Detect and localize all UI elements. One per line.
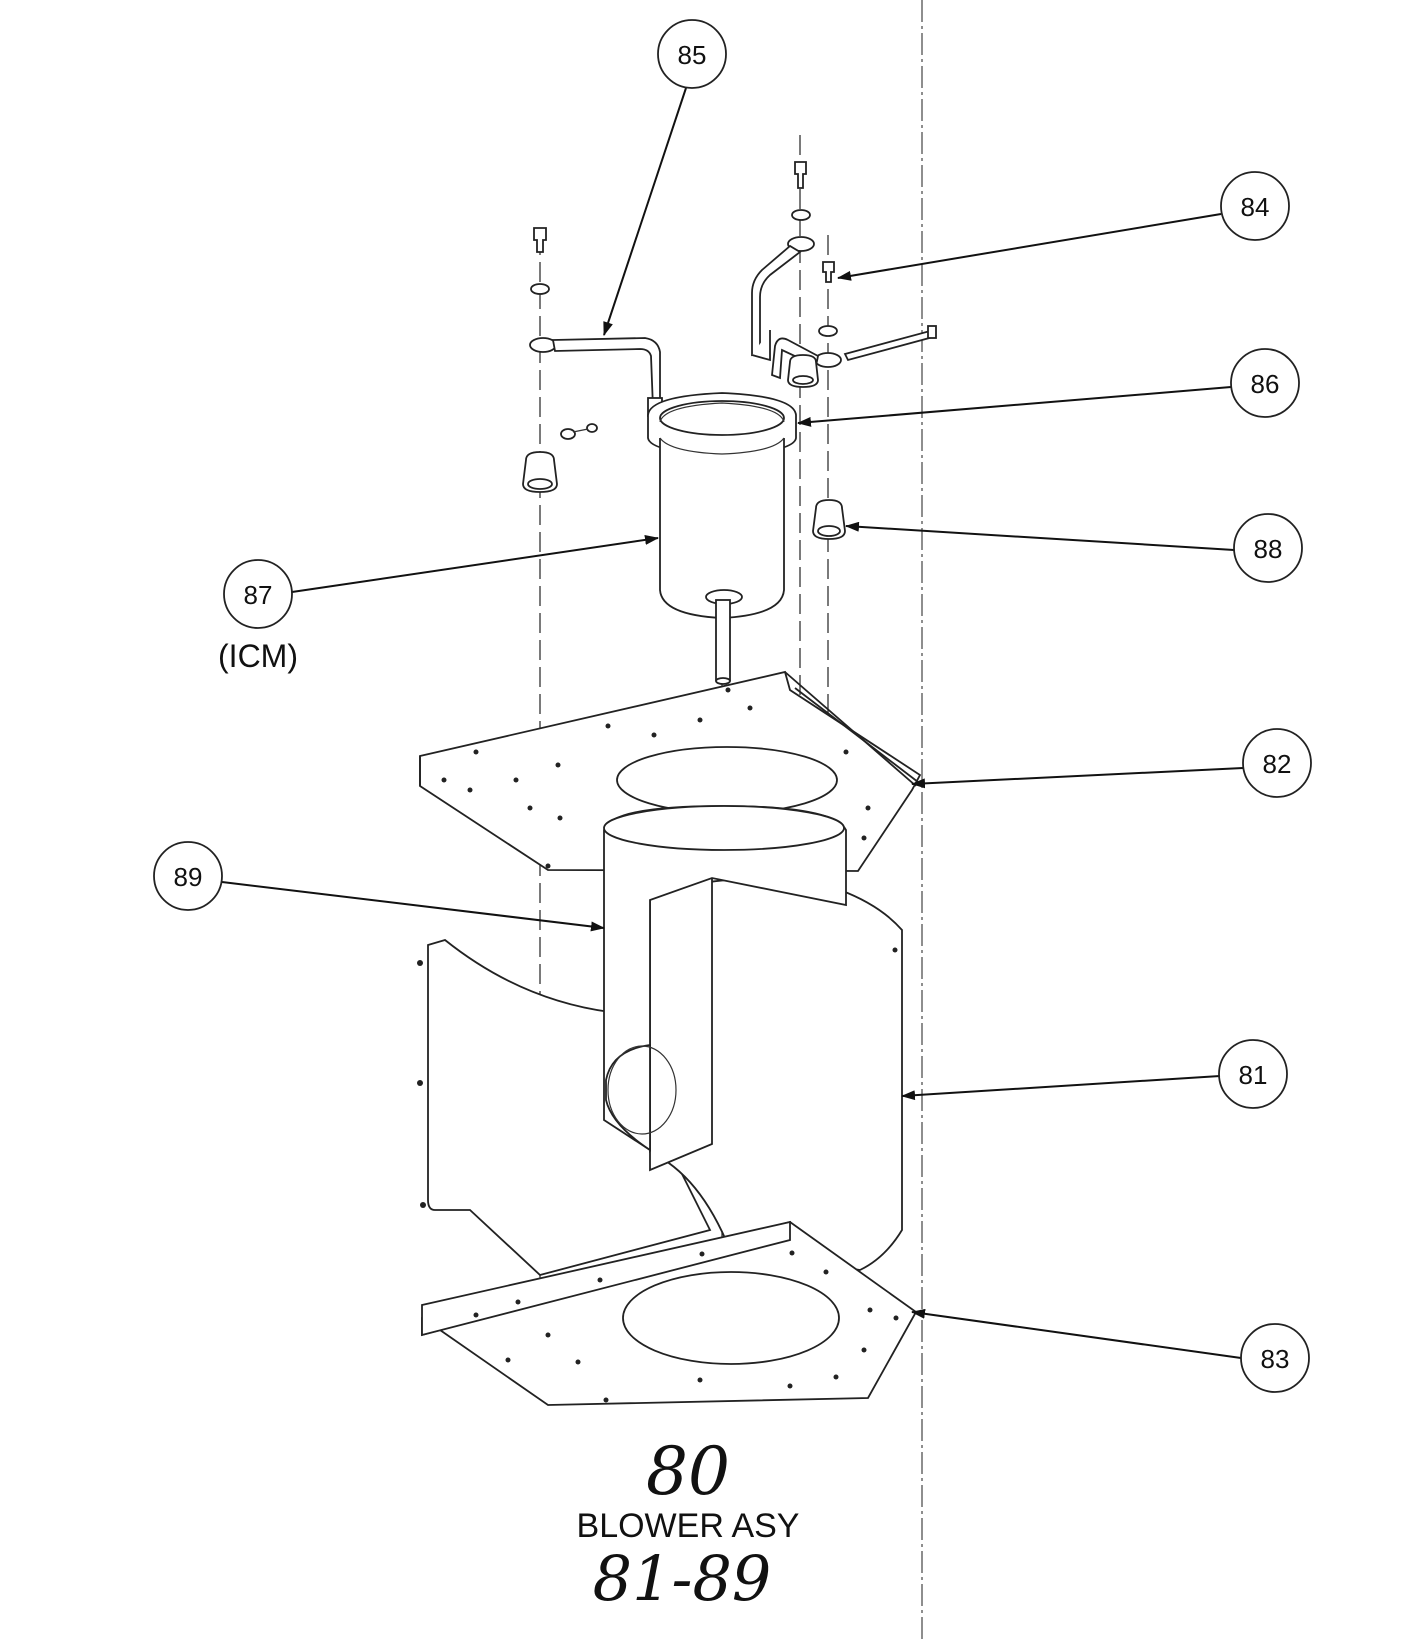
callout-88-label: 88	[1254, 534, 1283, 564]
callout-88: 88	[1233, 513, 1303, 583]
callout-82-label: 82	[1263, 749, 1292, 779]
callout-89: 89	[153, 841, 223, 911]
callout-85-label: 85	[678, 40, 707, 70]
callout-87: 87 (ICM)	[218, 559, 298, 674]
motor	[659, 437, 785, 685]
callout-84: 84	[1220, 171, 1290, 241]
assembly-range: 81-89	[593, 1542, 772, 1615]
callout-85: 85	[657, 19, 727, 89]
bottom-plate	[421, 1220, 918, 1406]
callout-84-label: 84	[1241, 192, 1270, 222]
grommets	[522, 354, 846, 540]
callout-86: 86	[1230, 348, 1300, 418]
mounting-hardware	[530, 161, 937, 440]
assembly-caption: 80 BLOWER ASY 81-89	[577, 1433, 800, 1615]
assembly-title: BLOWER ASY	[577, 1507, 800, 1545]
callout-81: 81	[1218, 1039, 1288, 1109]
callout-87-note: (ICM)	[218, 638, 298, 674]
assembly-number: 80	[646, 1433, 730, 1510]
callout-86-label: 86	[1251, 369, 1280, 399]
callout-87-label: 87	[244, 580, 273, 610]
blower-wheel	[603, 805, 847, 1152]
callout-82: 82	[1242, 728, 1312, 798]
motor-mount-arms	[529, 236, 842, 417]
callout-89-label: 89	[174, 862, 203, 892]
leader-lines	[221, 87, 1244, 1359]
callout-83: 83	[1240, 1323, 1310, 1393]
callout-83-label: 83	[1261, 1344, 1290, 1374]
callout-81-label: 81	[1239, 1060, 1268, 1090]
blower-housing	[417, 868, 903, 1276]
